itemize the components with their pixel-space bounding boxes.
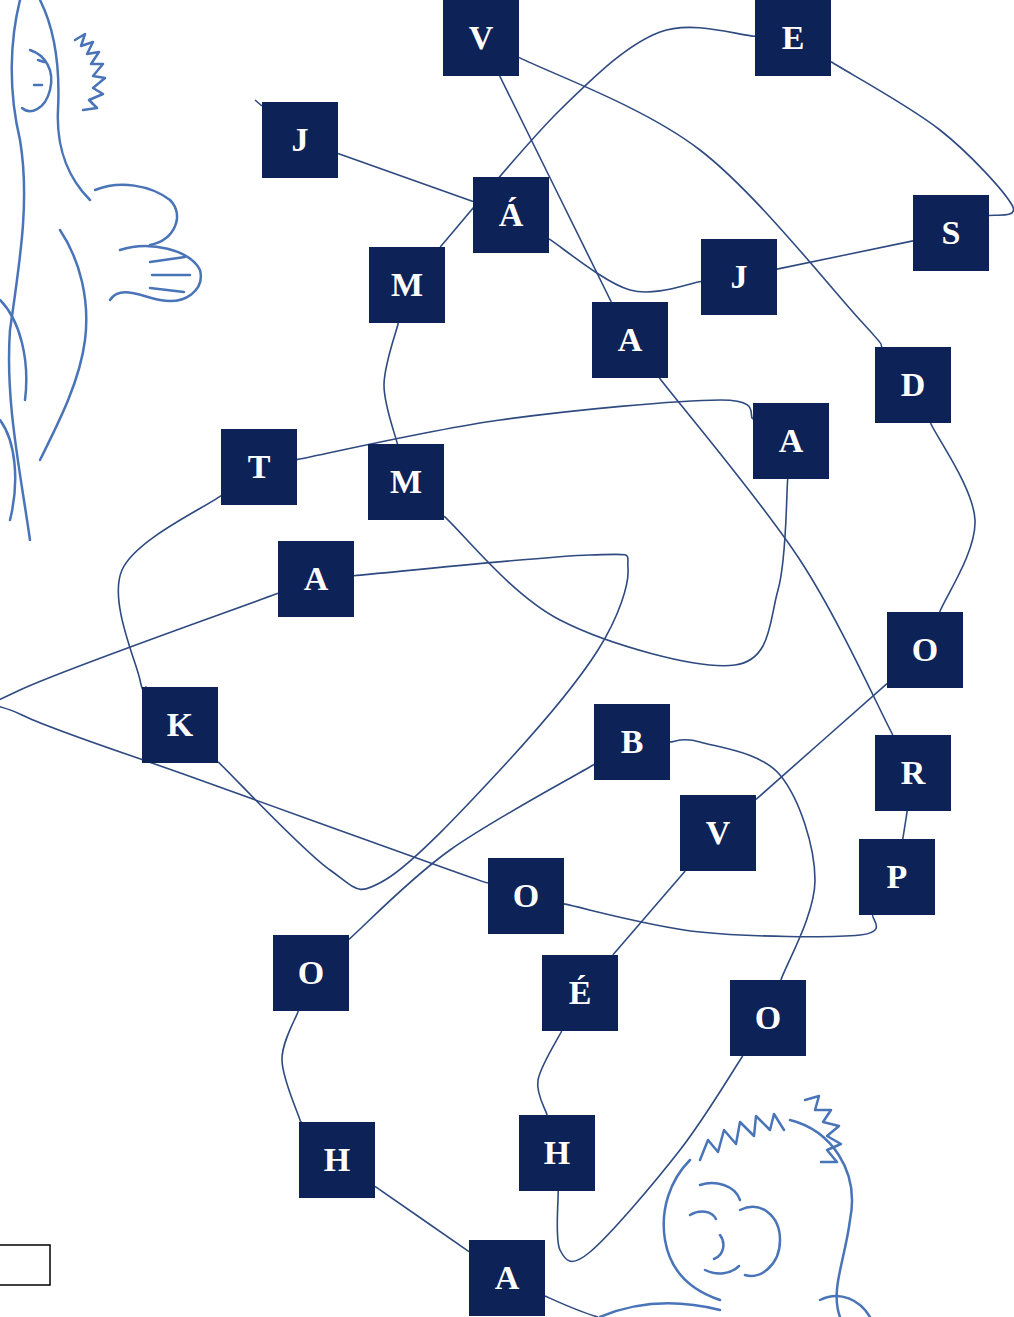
letter-box: V [680, 795, 756, 871]
letter: K [167, 708, 193, 742]
letter-box: B [594, 704, 670, 780]
letter-box: Á [473, 177, 549, 253]
letter: M [390, 465, 422, 499]
letter: O [298, 956, 324, 990]
letter-box: O [887, 612, 963, 688]
letter: V [469, 21, 494, 55]
letter: A [618, 323, 643, 357]
letter: J [292, 123, 309, 157]
letter-box: V [443, 0, 519, 76]
letter: O [513, 879, 539, 913]
letter-box: O [488, 858, 564, 934]
letter-box: A [278, 541, 354, 617]
letter: É [569, 976, 592, 1010]
connector-line [338, 154, 473, 202]
connector-line [931, 423, 976, 612]
connector-line [756, 684, 887, 800]
connector-line [519, 57, 882, 347]
connector-line [659, 378, 892, 735]
letter-box: D [875, 347, 951, 423]
letter: S [942, 216, 961, 250]
letter: J [731, 260, 748, 294]
letter: O [912, 633, 938, 667]
letter-box: J [701, 239, 777, 315]
letter-box: É [542, 955, 618, 1031]
letter: R [901, 756, 926, 790]
letter: M [391, 268, 423, 302]
letter-box: A [469, 1240, 545, 1316]
letter: H [544, 1136, 570, 1170]
connector-line [349, 765, 594, 940]
letter: O [755, 1001, 781, 1035]
letter: Á [499, 198, 524, 232]
letter-box: A [753, 403, 829, 479]
juan-diego-sketch [600, 1096, 870, 1317]
connector-line [0, 593, 488, 883]
letter-box: O [730, 980, 806, 1056]
connector-line [282, 1011, 302, 1125]
connector-line [384, 323, 398, 444]
connector-line [118, 496, 221, 691]
letter-box: J [262, 102, 338, 178]
connector-line [831, 62, 1014, 216]
letter: P [887, 860, 908, 894]
letter-box: R [875, 735, 951, 811]
connector-line [538, 1031, 562, 1115]
letter-box: A [592, 302, 668, 378]
letter-box: M [368, 444, 444, 520]
letter-box: T [221, 429, 297, 505]
path-end [545, 1296, 598, 1317]
letter-box: P [859, 839, 935, 915]
letter-box: E [755, 0, 831, 76]
letter: B [621, 725, 644, 759]
letter: A [495, 1261, 520, 1295]
connector-line [444, 479, 788, 666]
letter-box: O [273, 935, 349, 1011]
answer-box [0, 1245, 50, 1285]
virgin-sketch [0, 0, 201, 540]
connector-line [375, 1186, 469, 1251]
letter: V [706, 816, 731, 850]
letter: D [901, 368, 926, 402]
letter: H [324, 1143, 350, 1177]
connector-line [903, 811, 907, 839]
connector-line [670, 740, 815, 980]
path-start [255, 100, 262, 106]
letter-box: S [913, 195, 989, 271]
letter-box: H [299, 1122, 375, 1198]
connector-line [777, 241, 913, 269]
letter-box: M [369, 247, 445, 323]
letter-box: H [519, 1115, 595, 1191]
connector-line [613, 871, 685, 955]
letter: A [304, 562, 329, 596]
letter: A [779, 424, 804, 458]
connector-line [564, 904, 876, 937]
letter: E [782, 21, 805, 55]
letter-box: K [142, 687, 218, 763]
letter: T [248, 450, 271, 484]
connector-line [549, 239, 701, 292]
